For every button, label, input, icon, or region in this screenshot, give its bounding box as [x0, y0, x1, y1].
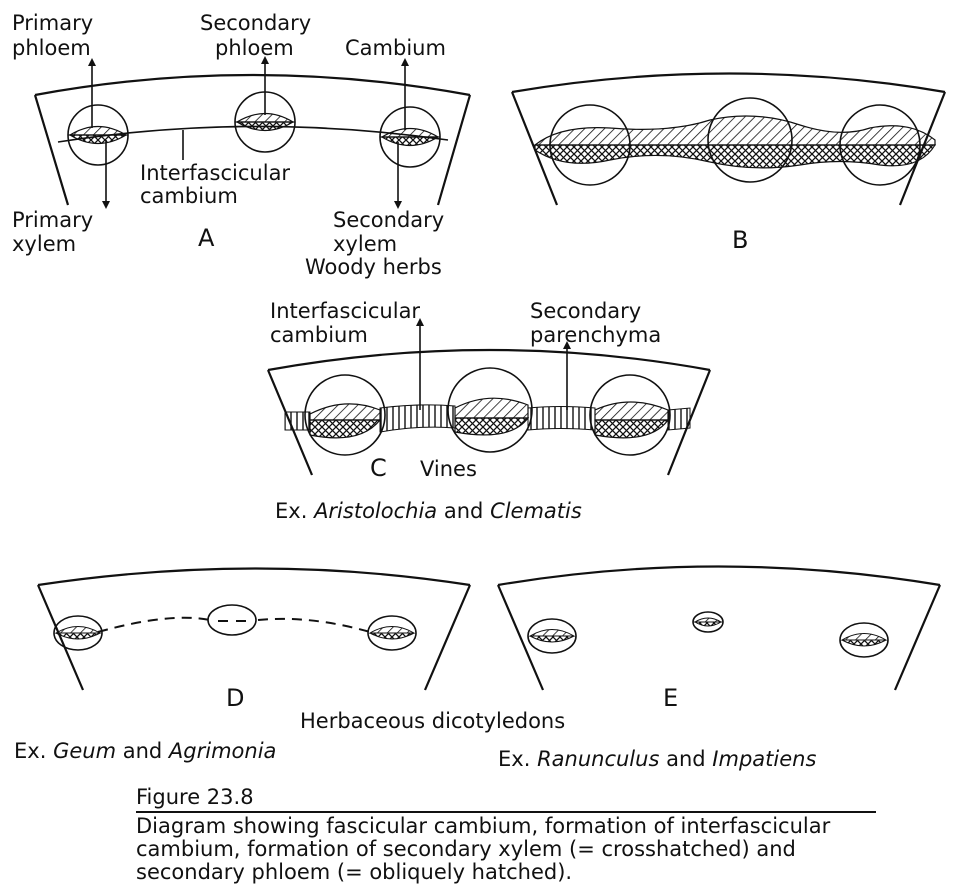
- example-c: Ex. Aristolochia and Clematis: [275, 499, 582, 523]
- small-bundle: [208, 605, 256, 635]
- label-interfascicular-cambium: Interfascicular cambium: [140, 161, 297, 208]
- vascular-bundle: [68, 105, 128, 165]
- label-primary-phloem: Primary phloem: [12, 11, 100, 60]
- interfascicular-band-middle: [380, 405, 455, 432]
- figure-caption: Figure 23.8 Diagram showing fascicular c…: [136, 785, 941, 884]
- vascular-bundle: [368, 616, 416, 650]
- label-secondary-xylem: Secondary xylem: [333, 208, 451, 256]
- example-d: Ex. Geum and Agrimonia: [14, 739, 276, 763]
- caption-text: Diagram showing fascicular cambium, form…: [136, 815, 876, 884]
- vascular-bundle: [54, 616, 102, 650]
- panel-a: Primary phloem Secondary phloem Cambium …: [12, 11, 470, 279]
- vascular-bundle: [840, 623, 888, 657]
- label-herbaceous-dicotyledons: Herbaceous dicotyledons: [300, 709, 565, 733]
- label-primary-xylem: Primary xylem: [12, 208, 100, 256]
- panel-d: D Ex. Geum and Agrimonia: [14, 569, 470, 764]
- interfascicular-band-right: [528, 407, 595, 431]
- panel-letter-d: D: [226, 684, 244, 712]
- caption-title: Figure 23.8: [136, 785, 876, 813]
- label-secondary-parenchyma: Secondary parenchyma: [530, 299, 661, 347]
- vascular-bundle: [528, 619, 576, 653]
- label-cambium: Cambium: [345, 36, 446, 60]
- secondary-phloem-band: [535, 116, 935, 145]
- secondary-xylem-band: [535, 145, 935, 168]
- label-vines: Vines: [420, 457, 477, 481]
- label-secondary-phloem: Secondary phloem: [200, 11, 318, 60]
- label-woody-herbs: Woody herbs: [305, 255, 442, 279]
- panel-letter-b: B: [732, 226, 748, 254]
- panel-c: Interfascicular cambium Secondary parenc…: [268, 299, 710, 523]
- panel-e: E Ex. Ranunculus and Impatiens: [498, 567, 940, 772]
- dashed-cambium-ring: [98, 618, 210, 632]
- panel-letter-c: C: [370, 454, 387, 482]
- label-c-interfascicular-cambium: Interfascicular cambium: [270, 299, 427, 347]
- panel-letter-e: E: [663, 684, 678, 712]
- small-bundle: [693, 612, 723, 632]
- vascular-bundle: [380, 107, 440, 167]
- panel-letter-a: A: [198, 224, 215, 252]
- interfascicular-band-left: [285, 412, 310, 430]
- panel-b: B: [512, 74, 945, 255]
- interfascicular-band-end: [668, 408, 690, 430]
- example-e: Ex. Ranunculus and Impatiens: [498, 747, 816, 771]
